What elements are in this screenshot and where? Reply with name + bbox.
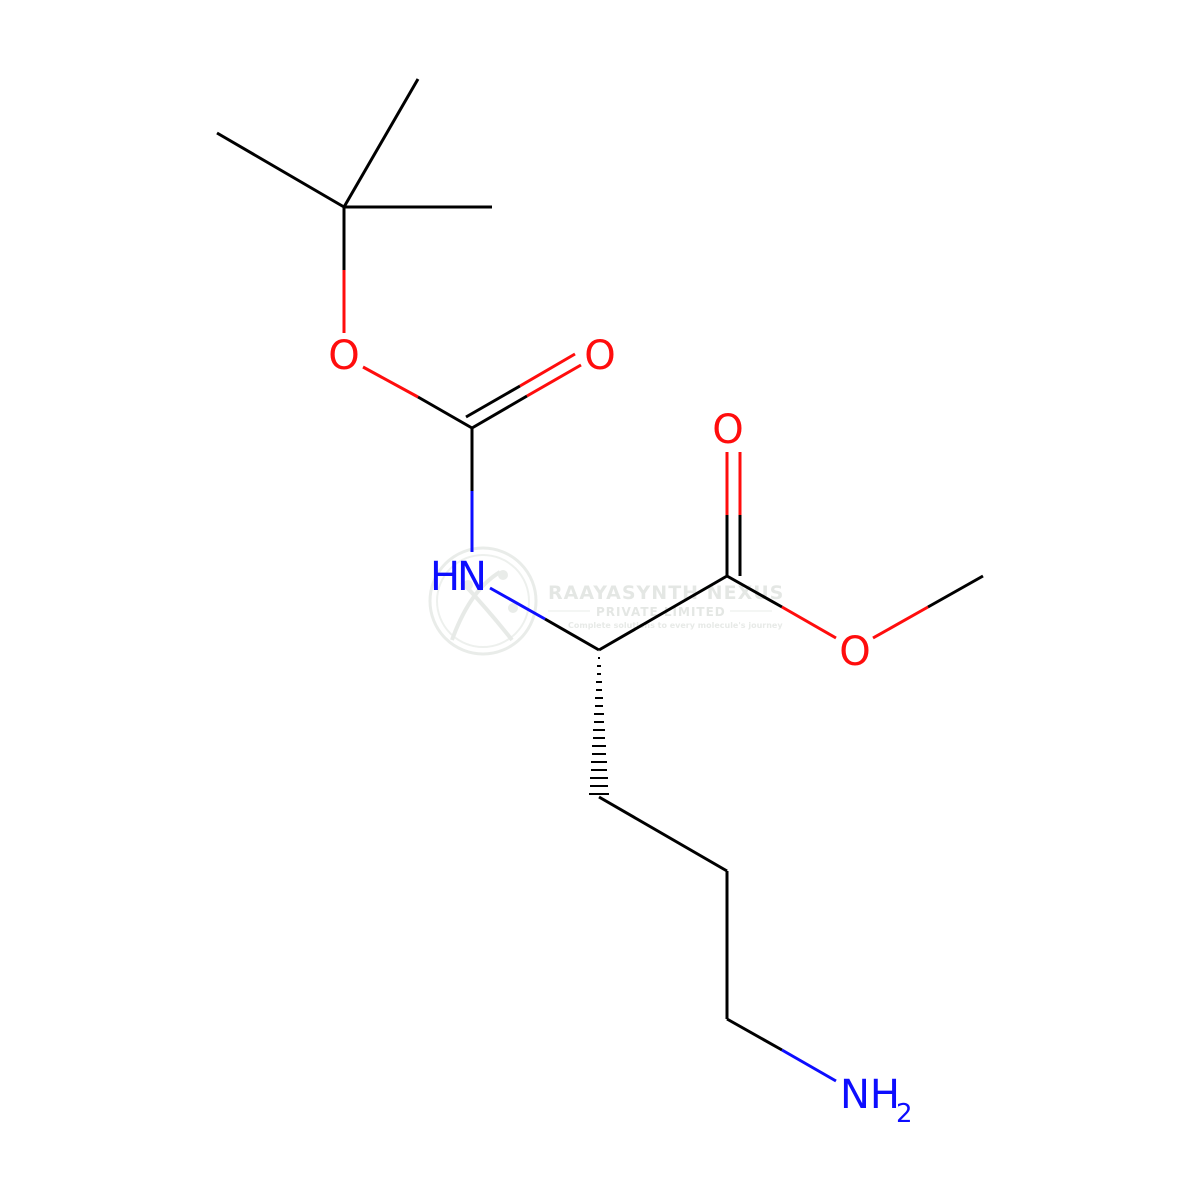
bond-cester-o-red xyxy=(781,605,837,640)
watermark-tagline: Complete solutions to every molecule's j… xyxy=(568,621,783,630)
atom-n-amine: NH xyxy=(840,1072,900,1118)
watermark-subtitle: PRIVATE LIMITED xyxy=(596,605,726,619)
atom-n-amine-subscript: 2 xyxy=(896,1099,913,1129)
bond-chain-3-black xyxy=(726,1017,783,1052)
bond-boc-carbonyl-a-red xyxy=(526,363,582,398)
bond-o-carbamate-black xyxy=(417,395,473,430)
bond-tbu-methyl-upper-left xyxy=(216,131,345,209)
stereo-hashed-wedge xyxy=(589,657,609,795)
bond-boc-carbonyl-a-black xyxy=(471,394,528,430)
atom-h-amide: H xyxy=(430,554,460,600)
bond-chain-1 xyxy=(598,795,728,873)
bond-n-calpha-black xyxy=(544,617,600,652)
atom-o-ester-methyl: O xyxy=(839,629,870,675)
bond-boc-carbonyl-b-black xyxy=(465,384,521,419)
bond-o-methyl-black xyxy=(927,574,984,609)
watermark-title: RAAYASYNTH NEXUS xyxy=(548,582,784,604)
bond-calpha-cester xyxy=(598,574,728,652)
bond-o-methyl-red xyxy=(872,605,929,640)
atom-o-boc-carbonyl: O xyxy=(584,333,615,379)
bond-chain-3-blue xyxy=(781,1048,837,1083)
bond-boc-carbonyl-b-red xyxy=(519,352,576,388)
atom-n-amide: N xyxy=(457,554,487,600)
bond-tbu-methyl-top xyxy=(342,78,420,208)
bond-cester-o-black xyxy=(726,574,783,609)
watermark: RAAYASYNTH NEXUS PRIVATE LIMITED Complet… xyxy=(428,546,784,656)
bond-o-carbamate-red xyxy=(362,365,419,399)
bond-n-calpha-blue xyxy=(489,586,546,621)
molecule-globe-icon xyxy=(428,546,538,656)
atom-o-boc-ester: O xyxy=(328,333,359,379)
atom-o-ester-carbonyl: O xyxy=(712,407,743,453)
